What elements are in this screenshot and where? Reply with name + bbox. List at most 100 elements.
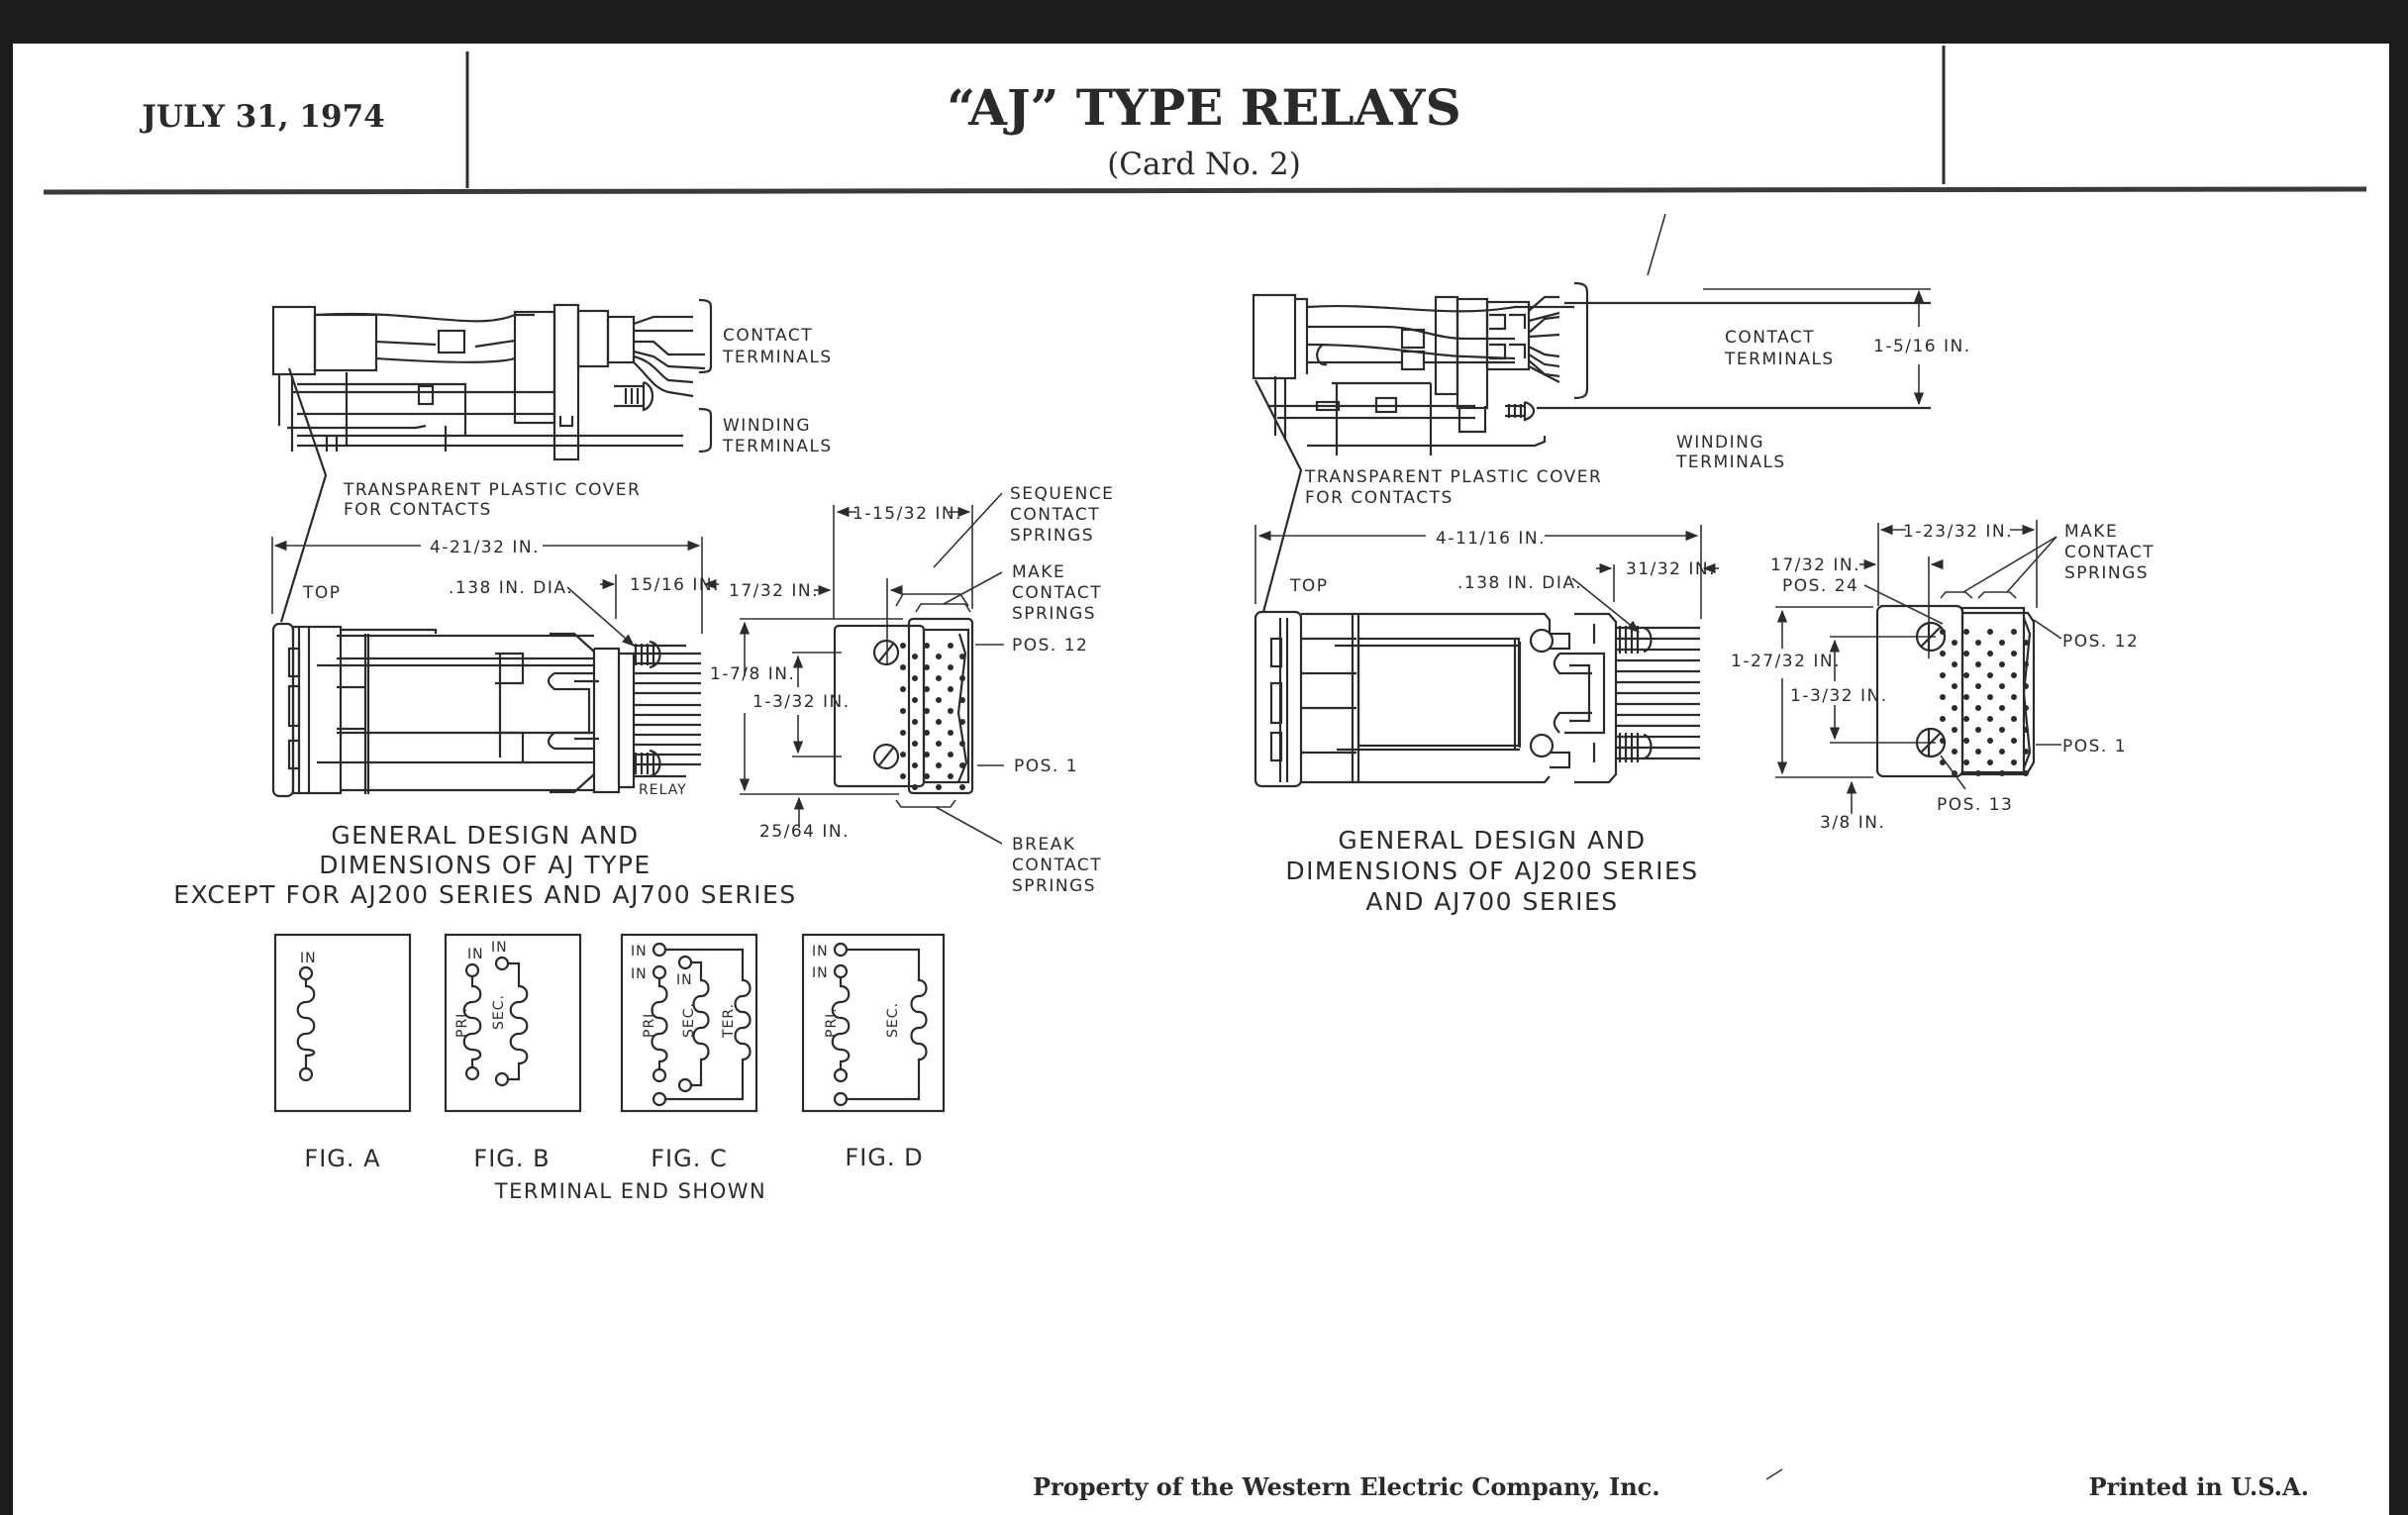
contact-dot [924, 664, 930, 670]
right-contact-terminals-label-2: TERMINALS [1724, 350, 1835, 369]
left-side-view [271, 303, 706, 461]
contact-dot [1963, 629, 1969, 635]
fig-b: IN IN PRI. SEC. [444, 933, 582, 1113]
footer-printed: Printed in U.S.A. [2088, 1472, 2309, 1501]
left-cover-note-2: FOR CONTACTS [344, 500, 492, 520]
header-rule [43, 186, 2367, 195]
contact-dot [1952, 683, 1957, 689]
contact-dot [1975, 705, 1981, 711]
fig-d-label: FIG. D [845, 1144, 923, 1171]
right-top-view [1254, 610, 1700, 788]
right-winding-terminals-label-1: WINDING [1676, 433, 1764, 453]
left-cover-leader [279, 367, 328, 623]
contact-dot [1952, 705, 1957, 711]
contact-dot [948, 686, 953, 692]
contact-dot [2011, 694, 2017, 700]
contact-dot [1940, 694, 1946, 700]
contact-dot [900, 773, 906, 779]
fig-a-label: FIG. A [304, 1145, 380, 1172]
contact-dot [912, 697, 918, 703]
contact-dot [936, 675, 942, 681]
right-dimension-lines [1254, 525, 1719, 633]
contact-dot [924, 773, 930, 779]
contact-dot [2011, 759, 2017, 765]
contact-dot [1999, 770, 2005, 776]
contact-dot [900, 686, 906, 692]
contact-dot [1940, 651, 1946, 656]
right-pos-12: POS. 12 [2062, 632, 2139, 652]
footer-property: Property of the Western Electric Company… [1033, 1472, 1660, 1501]
contact-dot [1987, 672, 1993, 678]
contact-dot [1999, 749, 2005, 755]
contact-dot [912, 654, 918, 659]
contact-dot [2023, 770, 2029, 776]
contact-dot [900, 664, 906, 670]
right-terminal-wires [1616, 626, 1700, 760]
contact-dot [1940, 672, 1946, 678]
contact-dot [1975, 749, 1981, 755]
fig-d: IN IN PRI. SEC. [801, 933, 946, 1113]
left-pos-1: POS. 1 [1014, 757, 1078, 776]
fig-d-coil-label-1: PRI. [824, 1007, 840, 1038]
contact-dot [2023, 705, 2029, 711]
contact-dot [2011, 738, 2017, 744]
contact-dot [912, 675, 918, 681]
left-end-view [833, 617, 974, 795]
left-sequence-springs-2: CONTACT [1010, 505, 1100, 525]
contact-dot [1952, 727, 1957, 733]
fig-b-label: FIG. B [473, 1145, 550, 1172]
left-dimension-lines [271, 537, 719, 647]
terminal-end-note: TERMINAL END SHOWN [494, 1179, 766, 1203]
right-caption-2: DIMENSIONS OF AJ200 SERIES [1285, 857, 1698, 885]
contact-dot [2023, 640, 2029, 646]
right-winding-terminals-label-2: TERMINALS [1675, 453, 1786, 472]
right-end-width: 1-23/32 IN. [1903, 522, 2013, 542]
contact-dot [1999, 727, 2005, 733]
right-end-bottom-offset: 3/8 IN. [1820, 813, 1885, 833]
fig-b-pin-label-1: IN [467, 947, 484, 962]
right-cover-note-2: FOR CONTACTS [1305, 488, 1454, 508]
contact-dot [948, 708, 953, 714]
contact-dot [900, 708, 906, 714]
right-cover-note-1: TRANSPARENT PLASTIC COVER [1304, 467, 1602, 487]
right-end-view [1875, 604, 2036, 778]
contact-dot [2023, 727, 2029, 733]
contact-dot [1952, 770, 1957, 776]
contact-dot [1975, 683, 1981, 689]
contact-dot [1963, 672, 1969, 678]
contact-dot [2011, 672, 2017, 678]
right-pos-24: POS. 24 [1782, 576, 1858, 596]
right-end-offset: 17/32 IN. [1770, 556, 1860, 575]
contact-dot [936, 719, 942, 725]
contact-dot [924, 752, 930, 758]
contact-dot [936, 741, 942, 747]
fig-b-coil-label-2: SEC. [491, 994, 507, 1030]
right-make-springs-3: SPRINGS [2064, 563, 2149, 583]
contact-dot [1963, 651, 1969, 656]
contact-dot [900, 752, 906, 758]
contact-dot [1975, 661, 1981, 667]
contact-dot [1975, 640, 1981, 646]
right-screw-dia: .138 IN. DIA. [1457, 573, 1582, 593]
right-end-screw-spacing: 1-3/32 IN. [1790, 686, 1888, 706]
right-pos-13: POS. 13 [1937, 795, 2013, 815]
right-pos-1: POS. 1 [2062, 737, 2127, 757]
contact-dot [1987, 694, 1993, 700]
header: JULY 31, 1974 “AJ” TYPE RELAYS (Card No.… [43, 46, 2367, 195]
fig-d-pin-label-1: IN [812, 944, 829, 960]
contact-dot [959, 675, 965, 681]
right-contact-bracket [1573, 281, 1589, 400]
left-cover-note-1: TRANSPARENT PLASTIC COVER [343, 480, 641, 500]
fig-b-coil-label-1: PRI. [454, 1007, 470, 1038]
left-make-springs-2: CONTACT [1012, 583, 1102, 603]
left-make-springs-3: SPRINGS [1012, 604, 1096, 624]
contact-dot [1952, 661, 1957, 667]
left-end-offset: 17/32 IN. [729, 581, 819, 601]
contact-dot [2011, 651, 2017, 656]
contact-dot [912, 784, 918, 790]
right-caption-1: GENERAL DESIGN AND [1338, 826, 1646, 855]
right-top-label: TOP [1289, 576, 1329, 596]
contact-dot [1987, 759, 1993, 765]
fig-d-coil-label-2: SEC. [885, 1002, 901, 1038]
